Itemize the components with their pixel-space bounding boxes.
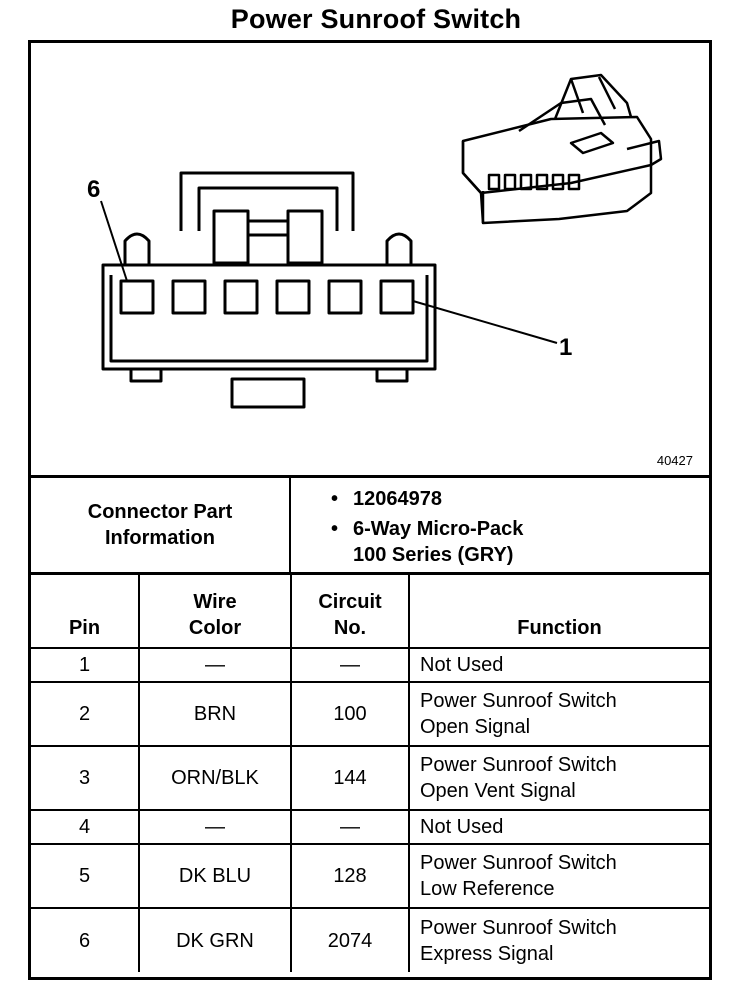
connector-info-item: • 6-Way Micro-Pack 100 Series (GRY) (331, 516, 523, 568)
cell-function: Power Sunroof Switch Open Signal (408, 681, 709, 747)
cell-pin: 4 (31, 809, 140, 845)
figure-number: 40427 (656, 453, 693, 468)
cell-circuit: 128 (290, 843, 410, 909)
cell-wire-color: DK GRN (138, 907, 292, 972)
connector-info: Connector Part Information • 12064978 • … (31, 475, 709, 575)
cell-function: Power Sunroof Switch Open Vent Signal (408, 745, 709, 811)
connector-info-list: • 12064978 • 6-Way Micro-Pack 100 Series… (331, 486, 523, 568)
function-text: Not Used (420, 654, 504, 676)
header-wire-color: Wire Color (138, 575, 292, 649)
post-right (385, 232, 413, 265)
pin-cavity-5 (171, 279, 207, 315)
header-function: Function (408, 575, 709, 649)
pin-table-header: Pin Wire Color Circuit No. Function (31, 575, 709, 649)
connector-diagram: 6 1 40427 (31, 43, 709, 475)
cell-function: Power Sunroof Switch Express Signal (408, 907, 709, 972)
page-title: Power Sunroof Switch (230, 4, 522, 34)
table-row: 3 ORN/BLK 144 Power Sunroof Switch Open … (31, 745, 709, 811)
connector-body (101, 263, 437, 371)
connector-frame: 6 1 40427 (28, 40, 712, 980)
connector-body-inner (109, 275, 429, 363)
latch-outline (179, 171, 355, 231)
table-row: 2 BRN 100 Power Sunroof Switch Open Sign… (31, 681, 709, 747)
cell-wire-color: — (138, 647, 292, 683)
cell-pin: 3 (31, 745, 140, 811)
function-text: Power Sunroof Switch Open Vent Signal (420, 754, 617, 802)
cell-wire-color: DK BLU (138, 843, 292, 909)
latch-tab-right (286, 209, 324, 265)
function-text: Power Sunroof Switch Express Signal (420, 916, 617, 965)
cell-function: Not Used (408, 647, 709, 683)
cell-circuit: 2074 (290, 907, 410, 972)
foot-left (129, 369, 163, 383)
header-pin: Pin (31, 575, 140, 649)
table-row: 6 DK GRN 2074 Power Sunroof Switch Expre… (31, 907, 709, 972)
cell-pin: 5 (31, 843, 140, 909)
pin-cavity-3 (275, 279, 311, 315)
cell-pin: 6 (31, 907, 140, 972)
pin-cavity-1 (379, 279, 415, 315)
pin-label-1: 1 (559, 334, 572, 361)
function-text: Power Sunroof Switch Low Reference (420, 852, 617, 900)
cell-circuit: — (290, 809, 410, 845)
header-circuit: Circuit No. (290, 575, 410, 649)
table-row: 5 DK BLU 128 Power Sunroof Switch Low Re… (31, 843, 709, 909)
connector-info-label: Connector Part Information (31, 478, 291, 572)
function-text: Power Sunroof Switch Open Signal (420, 690, 617, 738)
part-number: 12064978 (353, 488, 442, 510)
connector-isometric (461, 73, 663, 225)
pin-cavity-6 (119, 279, 155, 315)
connector-drawing: 6 1 (87, 73, 663, 409)
pin-cavity-4 (223, 279, 259, 315)
foot-right (375, 369, 409, 383)
pin-cavity-2 (327, 279, 363, 315)
cell-circuit: — (290, 647, 410, 683)
cell-circuit: 144 (290, 745, 410, 811)
leader-line-1 (412, 300, 558, 344)
bottom-key (230, 377, 306, 409)
cell-circuit: 100 (290, 681, 410, 747)
cell-pin: 1 (31, 647, 140, 683)
table-row: 4 — — Not Used (31, 809, 709, 845)
cell-wire-color: BRN (138, 681, 292, 747)
cell-function: Not Used (408, 809, 709, 845)
latch-inner (197, 186, 339, 231)
pin-table: Pin Wire Color Circuit No. Function 1 — … (31, 575, 709, 972)
cell-function: Power Sunroof Switch Low Reference (408, 843, 709, 909)
leader-line-6 (100, 200, 128, 282)
connector-type: 6-Way Micro-Pack 100 Series (GRY) (353, 518, 524, 566)
function-text: Not Used (420, 816, 504, 838)
cell-pin: 2 (31, 681, 140, 747)
cell-wire-color: — (138, 809, 292, 845)
bullet: • (331, 518, 339, 540)
pin-label-6: 6 (87, 176, 100, 203)
table-row: 1 — — Not Used (31, 647, 709, 683)
cell-wire-color: ORN/BLK (138, 745, 292, 811)
bullet: • (331, 488, 339, 510)
connector-info-label-text: Connector Part Information (87, 501, 233, 549)
latch-tab-left (212, 209, 250, 265)
connector-info-item: • 12064978 (331, 486, 523, 512)
post-left (123, 232, 151, 265)
